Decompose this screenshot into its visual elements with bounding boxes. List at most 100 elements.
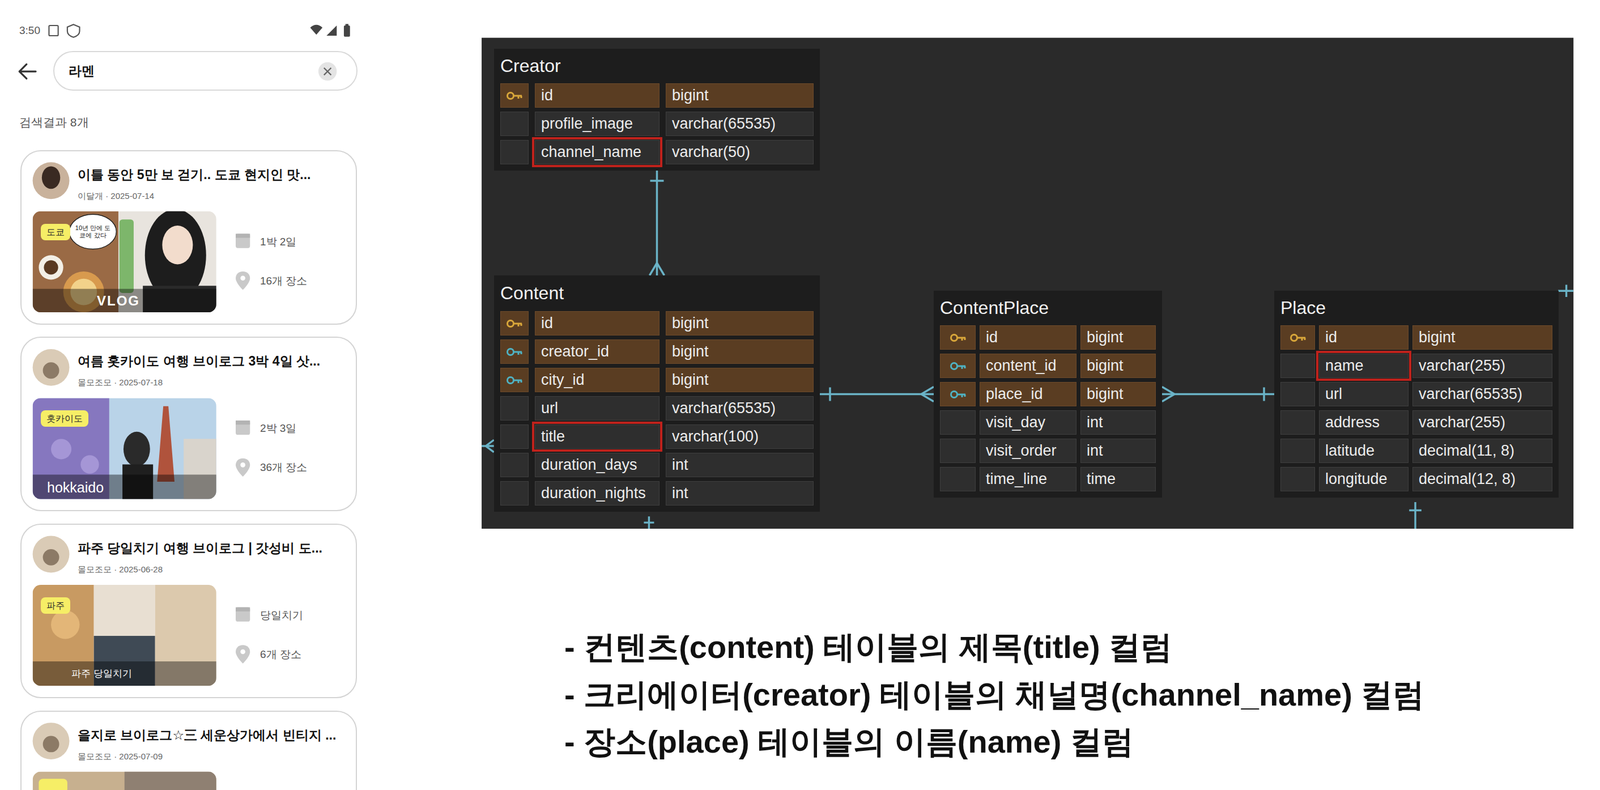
column-name-cell: id [1318, 325, 1409, 350]
column-name: longitude [1325, 470, 1388, 488]
column-type: int [1086, 413, 1104, 432]
key-icon [956, 394, 966, 398]
column-name: profile_image [541, 115, 633, 133]
table-row: visit_dayint [939, 410, 1156, 435]
column-type: varchar(255) [1418, 356, 1506, 375]
column-name: city_id [541, 371, 585, 389]
key-icon [513, 95, 523, 99]
bullet-note: - 크리에이터(creator) 테이블의 채널명(channel_name) … [564, 674, 1425, 715]
column-name-cell: id [534, 83, 660, 108]
column-name-cell: visit_order [979, 438, 1077, 463]
key-icon [505, 346, 523, 357]
column-name-cell: place_id [979, 381, 1077, 407]
search-box: 라멘 [53, 50, 358, 91]
table-row: profile_imagevarchar(65535) [500, 111, 814, 136]
table-row: place_idbigint [939, 381, 1156, 407]
creator-date: 몰모조모 · 2025-07-09 [77, 751, 163, 763]
column-name: url [541, 399, 559, 417]
video-title: 여름 홋카이도 여행 브이로그 3박 4일 삿... [77, 352, 321, 370]
column-name: latitude [1325, 441, 1375, 460]
avatar [32, 162, 70, 199]
key-icon [505, 375, 523, 386]
key-cell [939, 353, 976, 378]
column-name-cell: longitude [1318, 466, 1409, 492]
video-title: 파주 당일치기 여행 브이로그 | 갓성비 도... [77, 539, 323, 557]
status-icon [48, 25, 58, 36]
key-cell [500, 83, 529, 108]
tag-text: 파주 [46, 597, 65, 614]
table-name: Creator [500, 55, 561, 77]
thumbnail [32, 397, 217, 499]
key-cell [939, 325, 976, 350]
column-name-cell: name [1318, 353, 1409, 378]
column-name-cell: title [534, 424, 660, 449]
table-row: idbigint [500, 83, 814, 108]
tag-text: 홋카이도 [46, 410, 83, 427]
thumbnail [32, 584, 217, 686]
table-header: Creator [500, 48, 814, 84]
key-icon [949, 332, 967, 343]
result-card: 파주파주 당일치기 여행 브이로그 | 갓성비 도...몰모조모 · 2025-… [20, 523, 357, 699]
key-cell [500, 367, 529, 393]
key-cell [500, 339, 529, 364]
thumbnail-caption: hokkaido [47, 478, 104, 497]
key-icon [956, 366, 966, 369]
table-row: urlvarchar(65535) [1280, 381, 1553, 407]
key-icon [949, 389, 967, 400]
table-header: Content [500, 275, 814, 312]
thumbnail [32, 211, 217, 313]
column-type-cell: bigint [1412, 325, 1553, 350]
pin-icon [240, 649, 246, 655]
relationship-line [656, 170, 659, 276]
result-count: 검색결과 8개 [19, 115, 89, 130]
wifi-icon [310, 24, 323, 36]
column-type: bigint [1086, 356, 1124, 375]
column-type-cell: bigint [665, 83, 814, 108]
column-type: time [1086, 470, 1116, 488]
column-type: int [1086, 441, 1104, 460]
column-type: decimal(12, 8) [1418, 470, 1516, 488]
column-name-cell: profile_image [534, 111, 660, 136]
column-type-cell: int [665, 452, 814, 478]
key-icon [1289, 332, 1307, 343]
table-row: idbigint [1280, 325, 1553, 350]
relationship-connector [649, 170, 665, 276]
column-name-cell: content_id [979, 353, 1077, 378]
avatar [43, 549, 60, 566]
key-cell [939, 466, 976, 492]
column-name: channel_name [541, 143, 642, 161]
column-type: varchar(255) [1418, 413, 1506, 432]
column-type-cell: varchar(65535) [1412, 381, 1553, 407]
column-type-cell: varchar(100) [665, 424, 814, 449]
column-type: bigint [1086, 328, 1124, 347]
thumbnail [38, 254, 63, 280]
table-row: latitudedecimal(11, 8) [1280, 438, 1553, 463]
thumbnail-caption: 파주 당일치기 [71, 667, 133, 680]
thumbnail [156, 406, 175, 482]
column-name: address [1325, 413, 1380, 432]
key-icon [1296, 337, 1306, 341]
column-name: content_id [985, 356, 1057, 375]
trip-duration: 2박 3일 [260, 420, 297, 436]
thumbnail [32, 771, 217, 790]
column-name-cell: url [1318, 381, 1409, 407]
result-card: 을지로 브이로그☆三 세운상가에서 빈티지 ...몰모조모 · 2025-07-… [20, 710, 357, 790]
column-name: time_line [985, 470, 1048, 488]
thumbnail [32, 771, 217, 790]
key-cell [500, 424, 529, 449]
column-type-cell: varchar(255) [1412, 353, 1553, 378]
relation-stub [643, 516, 654, 529]
pin-icon [235, 458, 250, 477]
column-type: int [671, 456, 689, 474]
key-icon [513, 323, 523, 327]
entity-table: Placeidbigintnamevarchar(255)urlvarchar(… [1274, 290, 1559, 498]
column-type: bigint [671, 371, 709, 389]
column-name-cell: latitude [1318, 438, 1409, 463]
signal-icon [326, 25, 337, 36]
table-row: address varchar(255) [1280, 410, 1553, 435]
clear-icon [324, 67, 332, 76]
calendar-icon [235, 607, 250, 622]
entity-table: Contentidbigintcreator_idbigintcity_idbi… [494, 275, 820, 512]
avatar [32, 535, 70, 573]
thumbnail [32, 474, 217, 499]
